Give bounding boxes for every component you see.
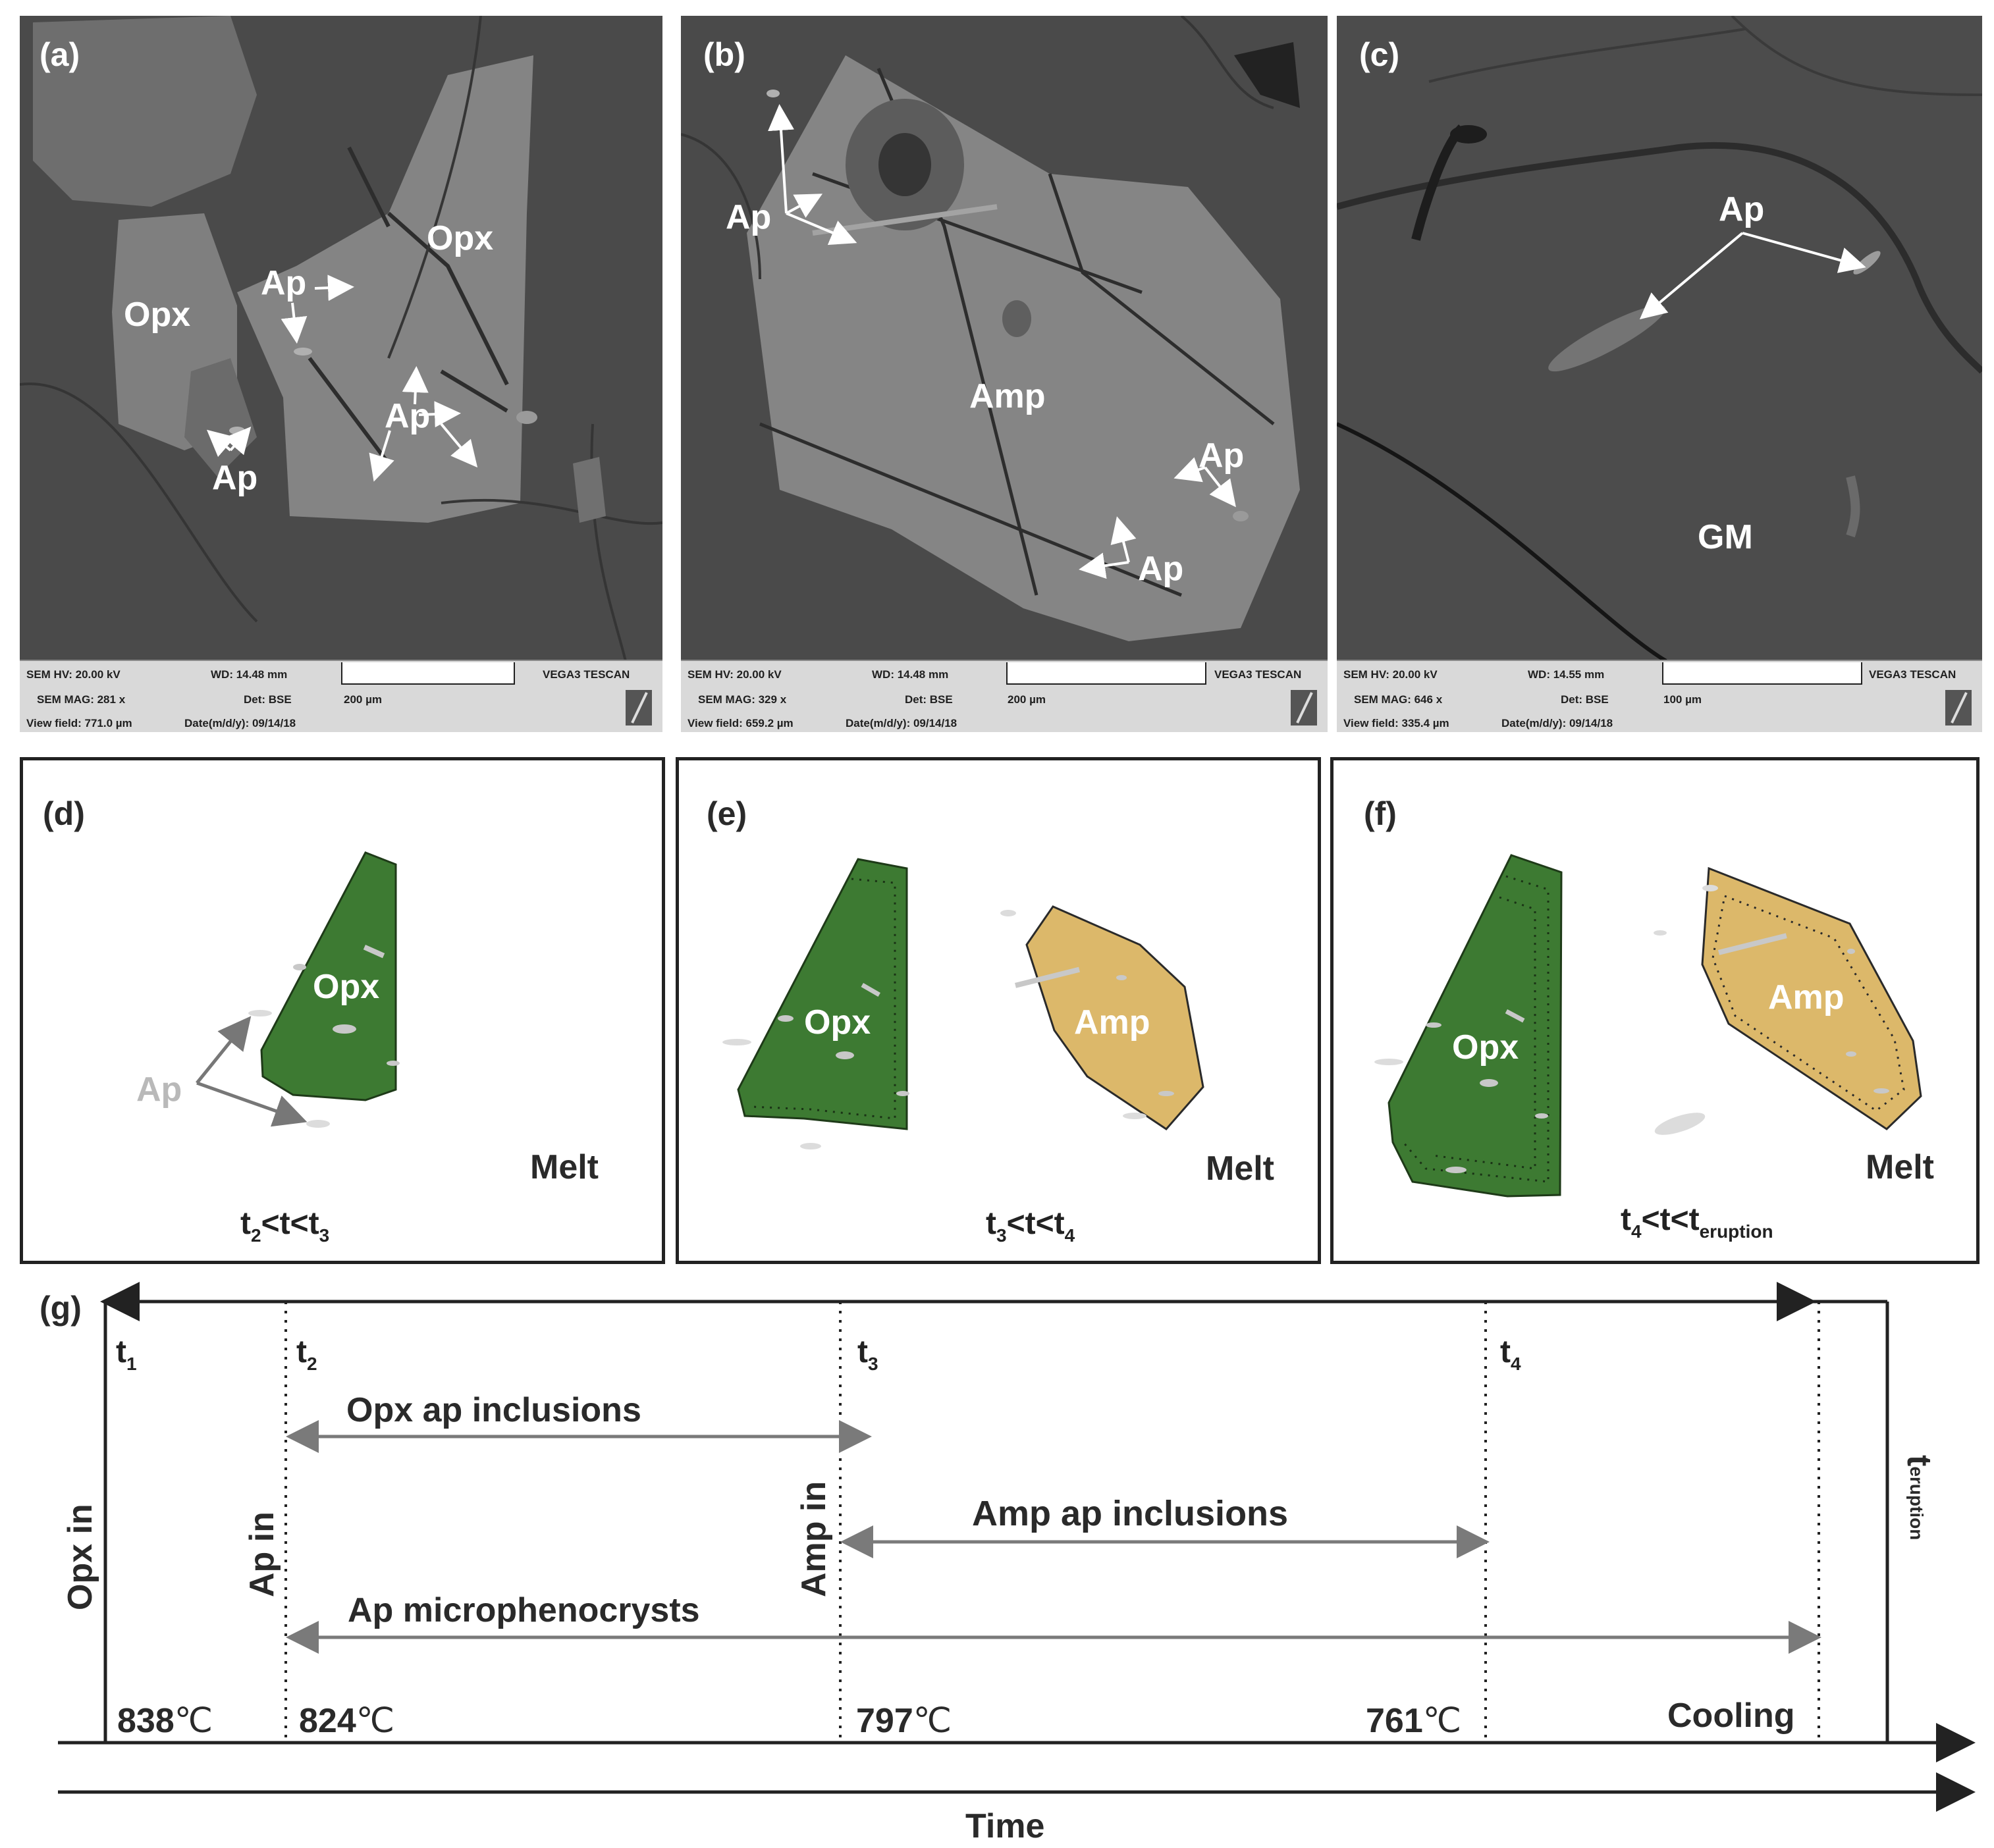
temperature-824: 824℃ bbox=[299, 1702, 395, 1740]
sem-databar-c: SEM HV: 20.00 kV WD: 14.55 mm VEGA3 TESC… bbox=[1337, 660, 1982, 732]
databar-wd: WD: 14.48 mm bbox=[872, 668, 949, 681]
databar-det: Det: BSE bbox=[1561, 693, 1609, 706]
databar-scale: 200 µm bbox=[1008, 693, 1046, 706]
time-interval-label: t2<t<t3 bbox=[240, 1206, 330, 1246]
sem-micrograph-c bbox=[1337, 16, 1982, 661]
event-label-amp-in: Amp in bbox=[795, 1481, 833, 1597]
mineral-label-ap: Ap bbox=[261, 264, 307, 302]
tescan-logo-icon bbox=[1291, 690, 1317, 726]
panel-label-g: (g) bbox=[40, 1290, 82, 1327]
mineral-label-opx: Opx bbox=[124, 296, 191, 334]
mineral-label-opx: Opx bbox=[313, 968, 380, 1006]
sem-micrograph-b bbox=[681, 16, 1328, 661]
databar-viewfield: View field: 771.0 µm bbox=[26, 717, 132, 729]
range-label-opx-ap-inclusions: Opx ap inclusions bbox=[346, 1391, 641, 1429]
databar-wd: WD: 14.55 mm bbox=[1528, 668, 1605, 681]
mineral-label-opx: Opx bbox=[804, 1003, 871, 1042]
databar-det: Det: BSE bbox=[244, 693, 292, 706]
databar-scale: 200 µm bbox=[344, 693, 382, 706]
schematic-panel-e: (e) Opx Amp Melt t3<t<t4 bbox=[676, 757, 1321, 1264]
melt-label: Melt bbox=[1206, 1149, 1274, 1188]
melt-label: Melt bbox=[530, 1148, 599, 1186]
range-label-ap-microphenocrysts: Ap microphenocrysts bbox=[348, 1591, 700, 1629]
scale-bar bbox=[341, 662, 515, 685]
panel-label-a: (a) bbox=[40, 36, 80, 73]
databar-viewfield: View field: 659.2 µm bbox=[687, 717, 794, 729]
sem-databar-b: SEM HV: 20.00 kV WD: 14.48 mm VEGA3 TESC… bbox=[681, 660, 1328, 732]
databar-mag: SEM MAG: 329 x bbox=[698, 693, 787, 706]
mineral-label-amp: Amp bbox=[1768, 978, 1845, 1016]
sem-image-b: (b) Ap Amp Ap Ap SEM HV: 20.00 kV WD: 14… bbox=[681, 16, 1328, 732]
annotation-arrows-b bbox=[768, 104, 1236, 579]
scale-bar bbox=[1006, 662, 1206, 685]
time-axis-label: Time bbox=[965, 1807, 1045, 1845]
databar-date: Date(m/d/y): 09/14/18 bbox=[846, 717, 957, 729]
sem-image-c: (c) Ap GM SEM HV: 20.00 kV WD: 14.55 mm … bbox=[1337, 16, 1982, 732]
panel-label-c: (c) bbox=[1359, 36, 1400, 73]
annotation-arrows-a bbox=[206, 275, 478, 482]
mineral-label-opx: Opx bbox=[427, 219, 494, 257]
databar-mag: SEM MAG: 281 x bbox=[37, 693, 126, 706]
mineral-label-ap: Ap bbox=[212, 459, 258, 497]
tescan-logo-icon bbox=[1945, 690, 1972, 726]
timeline-tick-t1: t1 bbox=[116, 1334, 137, 1374]
crystal-shapes-e bbox=[722, 858, 1204, 1149]
databar-brand: VEGA3 TESCAN bbox=[1869, 668, 1956, 681]
timeline-diagram bbox=[58, 1282, 1976, 1812]
schematic-panel-f: (f) Opx Amp Melt t4<t<teruption bbox=[1330, 757, 1980, 1264]
databar-hv: SEM HV: 20.00 kV bbox=[26, 668, 121, 681]
mineral-label-ap: Ap bbox=[385, 397, 431, 435]
databar-det: Det: BSE bbox=[905, 693, 953, 706]
databar-brand: VEGA3 TESCAN bbox=[543, 668, 630, 681]
crystal-shapes-f bbox=[1374, 854, 1922, 1198]
panel-label-e: (e) bbox=[707, 795, 747, 832]
scale-bar bbox=[1662, 662, 1862, 685]
mineral-label-gm: GM bbox=[1698, 518, 1753, 556]
timeline-tick-t2: t2 bbox=[296, 1334, 317, 1374]
event-label-t-eruption: teruption bbox=[1900, 1455, 1938, 1541]
databar-hv: SEM HV: 20.00 kV bbox=[687, 668, 782, 681]
databar-date: Date(m/d/y): 09/14/18 bbox=[1501, 717, 1613, 729]
mineral-label-amp: Amp bbox=[969, 377, 1046, 415]
opx-crystal-shape bbox=[196, 851, 400, 1128]
databar-date: Date(m/d/y): 09/14/18 bbox=[184, 717, 296, 729]
databar-wd: WD: 14.48 mm bbox=[211, 668, 288, 681]
panel-label-d: (d) bbox=[43, 795, 85, 832]
sem-micrograph-a bbox=[20, 16, 662, 661]
time-interval-label: t3<t<t4 bbox=[986, 1206, 1075, 1246]
temperature-761: 761℃ bbox=[1366, 1702, 1462, 1740]
melt-label: Melt bbox=[1866, 1148, 1934, 1186]
temperature-797: 797℃ bbox=[856, 1702, 952, 1740]
panel-label-f: (f) bbox=[1364, 795, 1397, 832]
sem-databar-a: SEM HV: 20.00 kV WD: 14.48 mm VEGA3 TESC… bbox=[20, 660, 662, 732]
timeline-tick-t3: t3 bbox=[857, 1334, 878, 1374]
timeline-tick-t4: t4 bbox=[1500, 1334, 1521, 1374]
mineral-label-amp: Amp bbox=[1074, 1003, 1150, 1042]
panel-label-b: (b) bbox=[703, 36, 745, 73]
databar-brand: VEGA3 TESCAN bbox=[1214, 668, 1302, 681]
mineral-label-ap: Ap bbox=[1719, 190, 1765, 228]
event-label-opx-in: Opx in bbox=[61, 1504, 99, 1610]
mineral-label-ap: Ap bbox=[726, 198, 772, 236]
temperature-838: 838℃ bbox=[117, 1702, 213, 1740]
sem-image-a: (a) Opx Opx Ap Ap Ap SEM HV: 20.00 kV WD… bbox=[20, 16, 662, 732]
time-interval-label: t4<t<teruption bbox=[1621, 1202, 1773, 1242]
annotation-arrows-c bbox=[1639, 232, 1866, 320]
tescan-logo-icon bbox=[626, 690, 652, 726]
event-label-ap-in: Ap in bbox=[243, 1512, 281, 1597]
mineral-label-opx: Opx bbox=[1452, 1028, 1519, 1067]
databar-viewfield: View field: 335.4 µm bbox=[1343, 717, 1449, 729]
databar-mag: SEM MAG: 646 x bbox=[1354, 693, 1443, 706]
mineral-label-ap: Ap bbox=[136, 1070, 182, 1109]
databar-scale: 100 µm bbox=[1663, 693, 1702, 706]
range-label-amp-ap-inclusions: Amp ap inclusions bbox=[972, 1494, 1289, 1533]
schematic-panel-d: (d) Opx Ap Melt t2<t<t3 bbox=[20, 757, 665, 1264]
databar-hv: SEM HV: 20.00 kV bbox=[1343, 668, 1438, 681]
cooling-label: Cooling bbox=[1667, 1697, 1795, 1735]
mineral-label-ap: Ap bbox=[1138, 550, 1184, 588]
